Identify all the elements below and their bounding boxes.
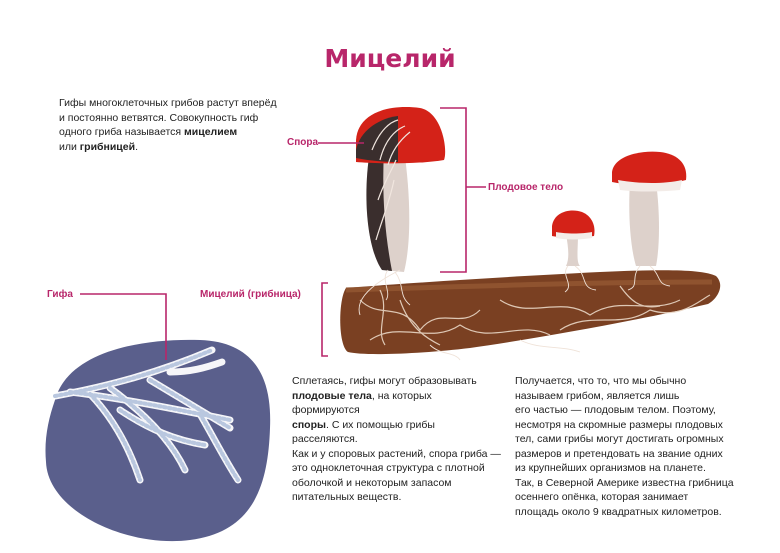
root-hyphae [358, 265, 671, 361]
middle-text: Сплетаясь, гифы могут образовывать плодо… [292, 375, 501, 503]
right-text: Получается, что то, что мы обычно называ… [515, 375, 734, 518]
callout-lines [80, 107, 486, 360]
intro-text: Гифы многоклеточных грибов растут вперёд… [59, 97, 277, 153]
log [340, 270, 721, 355]
fruit-body-label: Плодовое тело [488, 182, 564, 193]
page-title: Мицелий [324, 44, 456, 73]
big-mushroom [356, 107, 446, 272]
hypha-closeup [45, 339, 271, 542]
tall-mushroom [612, 151, 687, 266]
small-mushroom [552, 210, 595, 266]
hypha-label: Гифа [47, 289, 73, 300]
mycelium-label: Мицелий (грибница) [200, 289, 301, 300]
spore-label: Спора [287, 137, 319, 148]
